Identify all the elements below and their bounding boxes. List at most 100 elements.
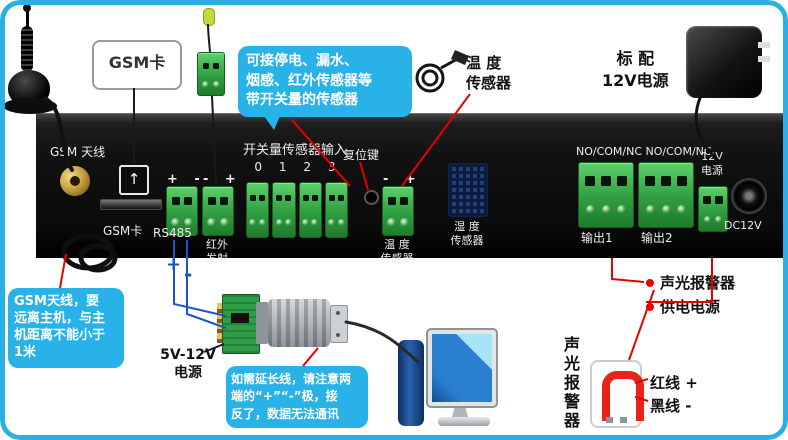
whip-antenna-wire <box>207 23 211 53</box>
temp-pin-marks: - + <box>383 172 422 187</box>
temp-terminal-label-line2: 传感器 <box>380 251 414 265</box>
switch-channel-2: 2 <box>303 160 312 174</box>
switch-channel-3: 3 <box>327 160 336 174</box>
computer-tower-icon <box>398 340 424 426</box>
sensors-callout: 可接停电、漏水、 烟感、红外传感器等 带开关量的传感器 <box>238 46 412 130</box>
legend-power-bullet-icon <box>646 302 654 311</box>
legend-alarm-bullet-icon <box>646 278 654 287</box>
red-wire-label: 红线 + <box>650 374 698 392</box>
reset-key-label: 复位键 <box>343 148 380 162</box>
gsm-card-tag-label: GSM卡 <box>108 53 166 72</box>
extension-callout-line2: 端的“+”“-”极，接 <box>231 389 338 404</box>
power-adapter-label-line2: 12V电源 <box>602 70 669 90</box>
ir-pin-marks: - + <box>203 172 242 187</box>
monitor-base-icon <box>438 417 490 426</box>
sma-antenna-connector-icon <box>60 166 90 196</box>
switch-channel-numbers: 0 1 2 3 <box>246 160 344 174</box>
adapter-prong2-icon <box>758 56 770 62</box>
db9-collar-icon <box>256 302 268 344</box>
sim-card-slot <box>100 199 162 210</box>
legend-power-item: 供电电源 <box>646 296 720 317</box>
monitor-neck-icon <box>452 408 468 417</box>
sim-slot-label: GSM卡 <box>103 224 143 238</box>
humidity-sensor-icon <box>448 163 488 217</box>
monitor-icon <box>426 328 498 408</box>
temp-sensor-coil2-icon <box>421 69 439 87</box>
db9-end-icon <box>330 305 348 343</box>
relay-output2-terminal <box>638 162 694 228</box>
legend-alarm-text: 声光报警器 <box>660 274 736 292</box>
rs485-label: RS485 <box>153 226 192 240</box>
ir-label-line1: 红外 <box>206 238 228 251</box>
v12-output-terminal <box>698 186 728 232</box>
adapter-prong-icon <box>758 42 770 48</box>
sensors-callout-tail <box>264 115 280 130</box>
temp-sensor-top-label-line1: 温 度 <box>466 54 502 72</box>
alarm-stud-icon <box>606 417 613 423</box>
legend-alarm-item: 声光报警器 <box>646 272 735 293</box>
rs485-pin-marks: + - <box>167 172 206 187</box>
switch-channel-0: 0 <box>254 160 263 174</box>
humidity-sensor-label: 湿 度 传感器 <box>444 220 490 248</box>
wire-plus-mark: + <box>166 254 182 275</box>
alarm-stud2-icon <box>620 417 627 423</box>
rs485-converter-pcb-icon <box>217 294 260 354</box>
reset-button-icon <box>364 190 379 205</box>
antenna-callout-line4: 1米 <box>14 344 37 360</box>
rs485-terminal <box>166 186 198 236</box>
panel-antenna-label: GSM 天线 <box>50 145 106 159</box>
black-wire-label: 黑线 - <box>650 397 692 415</box>
legend-power-text: 供电电源 <box>660 298 721 316</box>
dc-jack-label: DC12V <box>724 219 762 232</box>
gsm-antenna-base-plate-icon <box>3 98 57 114</box>
gsm-card-tag: GSM卡 <box>92 40 182 90</box>
v12-output-label: 12V 电源 <box>697 150 727 178</box>
switch-terminal-2 <box>298 182 322 238</box>
gsm-antenna-tip-icon <box>23 4 31 12</box>
temp-sensor-top-label: 温 度 传感器 <box>466 54 511 93</box>
temp-terminal-label-line1: 温 度 <box>384 238 410 251</box>
wired-sensor-connector-icon <box>197 52 225 96</box>
v12-label-line1: 12V <box>701 150 723 163</box>
converter-power-line1: 5V-12V <box>160 347 216 363</box>
sma-connector-hole-icon <box>70 176 80 186</box>
antenna-callout-line3: 机距离不能小于 <box>14 327 106 343</box>
humidity-label-line1: 湿 度 <box>454 220 480 233</box>
extension-callout-line3: 反了，数据无法通讯 <box>231 406 340 421</box>
alarm-device-icon <box>590 360 644 428</box>
switch-input-terminals <box>246 182 348 238</box>
whip-antenna-tip-icon <box>203 8 215 26</box>
alarm-horseshoe-icon <box>602 371 644 421</box>
pcb-pins-icon <box>217 303 222 343</box>
ir-label-line2: 发射 <box>206 251 228 265</box>
output1-label: 输出1 <box>581 231 613 245</box>
switch-channel-1: 1 <box>278 160 287 174</box>
v12-label-line2: 电源 <box>701 163 723 177</box>
antenna-warning-callout: GSM天线，要 远离主机，与主 机距离不能小于 1米 <box>8 288 124 368</box>
pcb-chip-icon <box>231 313 249 323</box>
antenna-callout-line1: GSM天线，要 <box>14 294 99 309</box>
power-adapter-label: 标 配 12V电源 <box>602 48 669 91</box>
temp-sensor-coil-icon <box>415 63 445 93</box>
db9-screw-hole-icon <box>336 311 340 315</box>
antenna-callout-line2: 远离主机，与主 <box>14 310 106 326</box>
ir-transmit-terminal <box>202 186 234 236</box>
sim-arrow-glyph: ↑ <box>127 170 141 188</box>
extension-warning-callout: 如需延长线，请注意两 端的“+”“-”极，接 反了，数据无法通讯 <box>226 366 368 429</box>
relay-output1-terminal <box>578 162 634 228</box>
output2-label: 输出2 <box>641 231 673 245</box>
sensors-callout-line3: 带开关量的传感器 <box>246 92 358 109</box>
monitor-screen-icon <box>432 334 492 402</box>
power-adapter-label-line1: 标 配 <box>616 49 655 68</box>
ir-transmit-label: 红外 发射 <box>202 238 232 266</box>
sensors-callout-line1: 可接停电、漏水、 <box>246 53 358 69</box>
db9-screw-hole2-icon <box>336 333 340 337</box>
gsm-antenna-coil-icon <box>21 26 33 72</box>
temp-sensor-top-label-line2: 传感器 <box>466 73 512 92</box>
switch-input-title: 开关量传感器输入 <box>243 143 348 158</box>
switch-terminal-0 <box>246 182 270 238</box>
sensors-callout-line2: 烟感、红外传感器等 <box>246 72 372 89</box>
switch-terminal-1 <box>272 182 296 238</box>
humidity-label-line2: 传感器 <box>450 233 484 247</box>
